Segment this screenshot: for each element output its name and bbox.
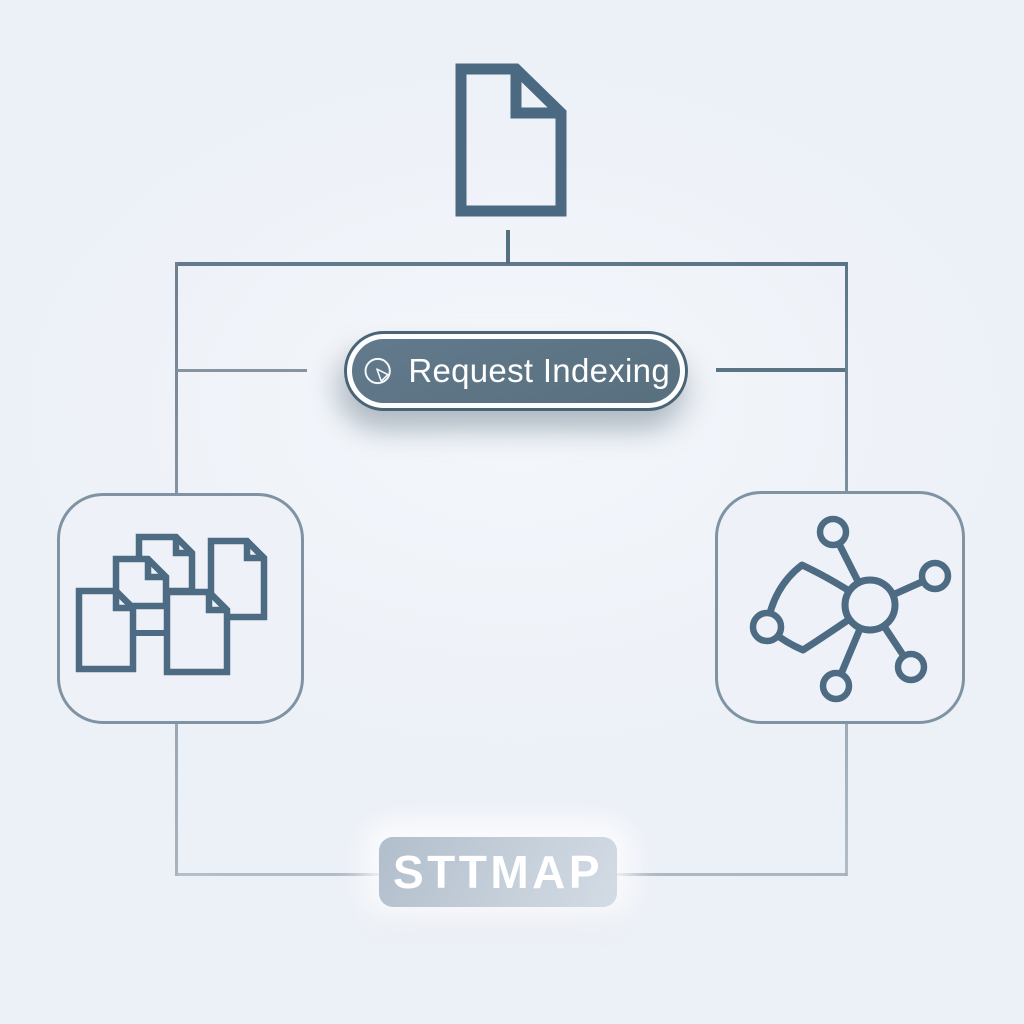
request-indexing-button[interactable]: Request Indexing bbox=[344, 331, 688, 411]
sitemap-badge-label: STTMAP bbox=[392, 846, 604, 898]
network-box bbox=[715, 491, 965, 724]
network-graph-icon bbox=[749, 515, 952, 703]
document-icon bbox=[455, 63, 567, 217]
connector-stub-left bbox=[177, 369, 307, 372]
sitemap-badge: STTMAP bbox=[379, 837, 617, 907]
request-indexing-button-face: Request Indexing bbox=[352, 339, 680, 403]
connector-stub-right bbox=[716, 368, 845, 372]
document-connector-line bbox=[506, 230, 510, 264]
clock-icon bbox=[364, 357, 391, 385]
request-indexing-label: Request Indexing bbox=[408, 352, 670, 389]
documents-cluster-icon bbox=[75, 533, 268, 676]
connector-top-line bbox=[176, 262, 847, 266]
documents-box bbox=[57, 493, 304, 724]
